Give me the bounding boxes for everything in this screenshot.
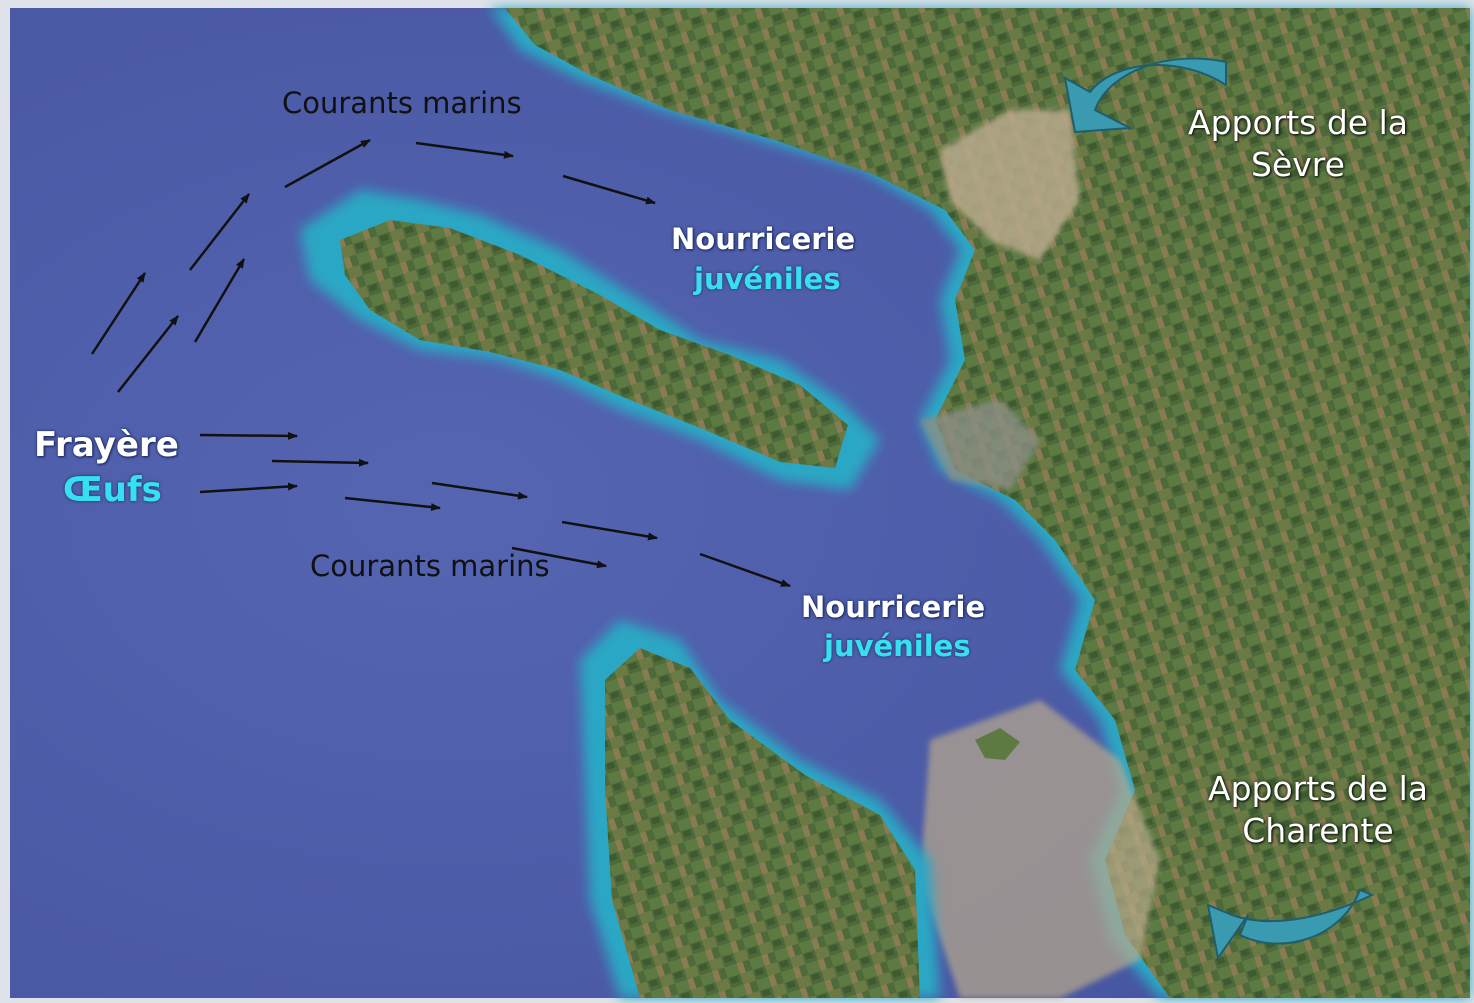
ile-d-aix (975, 728, 1020, 760)
apports-charente-line-2: Charente (1242, 811, 1394, 850)
apports-charente-line-1: Apports de la (1208, 769, 1428, 808)
frayere-label: Frayère (34, 425, 179, 465)
oeufs-label: Œufs (63, 470, 162, 510)
apports-charente-label: Apports de la Charente (1196, 768, 1440, 852)
ile-de-re (300, 190, 880, 490)
mainland (490, 8, 1470, 998)
juveniles-label-2: juvéniles (824, 629, 971, 663)
courants-marins-top-label: Courants marins (282, 86, 522, 120)
current-arrows (90, 138, 791, 588)
curved-arrow-icon (1206, 888, 1375, 961)
apports-sevre-label: Apports de la Sèvre (1178, 102, 1418, 186)
ile-d-oleron (580, 620, 940, 998)
apports-sevre-line-1: Apports de la (1188, 103, 1408, 142)
nourricerie-label-2: Nourricerie (801, 590, 986, 624)
apports-sevre-line-2: Sèvre (1251, 145, 1345, 184)
juveniles-label-1: juvéniles (694, 262, 841, 296)
courants-marins-bottom-label: Courants marins (310, 549, 550, 583)
curved-arrow-icon (1063, 57, 1227, 134)
nourricerie-label-1: Nourricerie (671, 222, 856, 256)
